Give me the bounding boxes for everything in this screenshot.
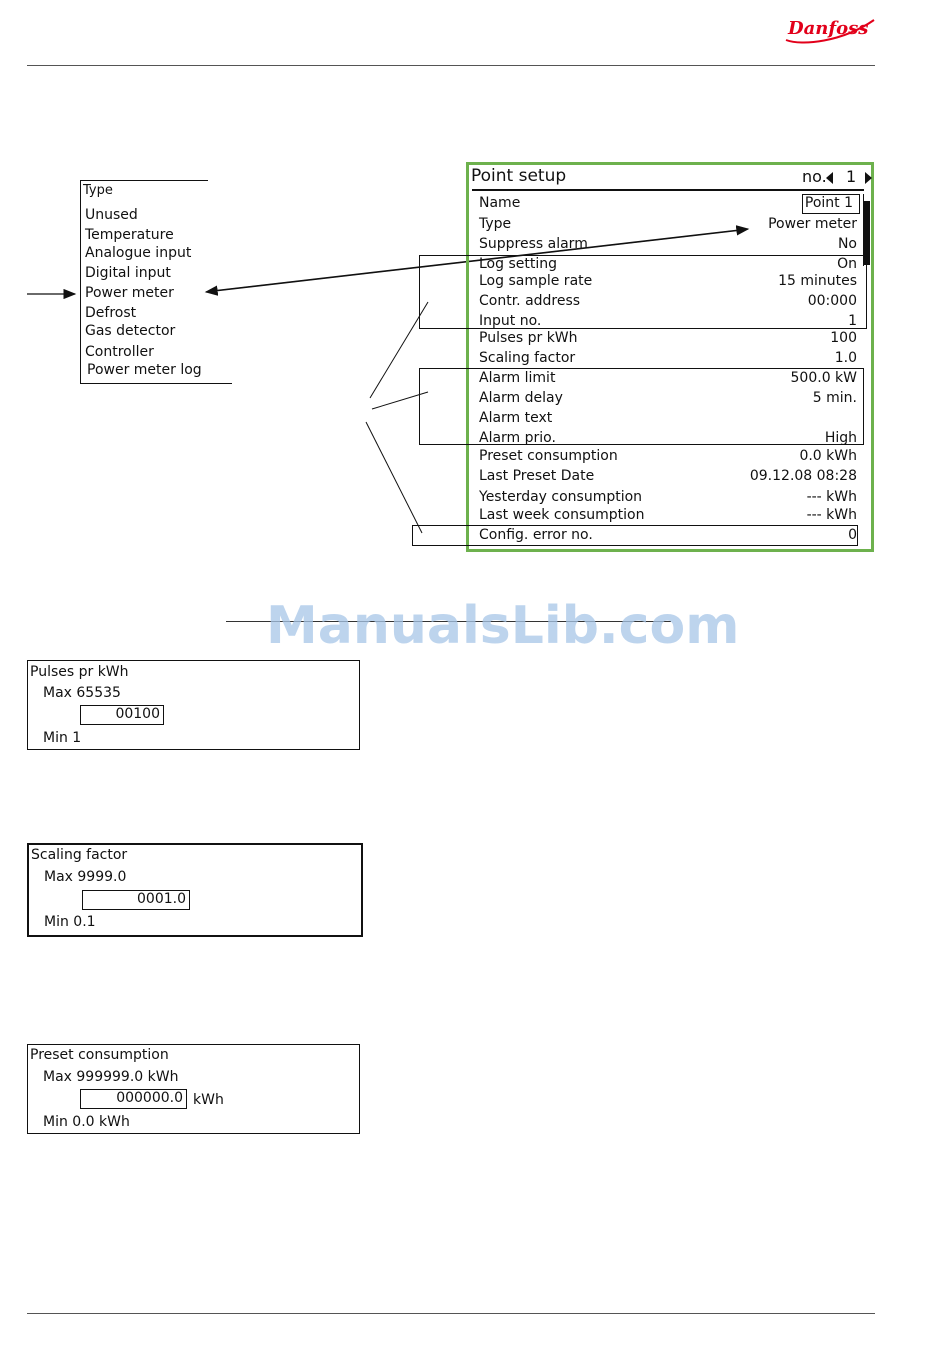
- type-option-temperature[interactable]: Temperature: [85, 227, 174, 243]
- group-box-log: [419, 255, 867, 329]
- editor-title: Pulses pr kWh: [30, 664, 129, 680]
- name-field-cursor[interactable]: [802, 194, 860, 214]
- title-separator: [472, 189, 864, 191]
- type-list-panel: Type Unused Temperature Analogue input D…: [80, 180, 232, 384]
- editor-max: Max 9999.0: [44, 869, 127, 885]
- row-alarm-prio[interactable]: Alarm prio.High: [479, 430, 857, 446]
- type-option-defrost[interactable]: Defrost: [85, 305, 137, 321]
- type-option-analogue-input[interactable]: Analogue input: [85, 245, 192, 261]
- row-yesterday-consumption[interactable]: Yesterday consumption--- kWh: [479, 489, 857, 505]
- callout-line-middle: [371, 391, 429, 410]
- type-list-left-border: [80, 180, 81, 384]
- editor-title: Scaling factor: [31, 847, 128, 863]
- danfoss-logo: Danfoss: [785, 18, 875, 44]
- pulses-input[interactable]: 00100: [80, 705, 164, 725]
- scrollbar[interactable]: [863, 194, 871, 266]
- callout-line-upper: [369, 301, 429, 399]
- footer-rule: [27, 1313, 875, 1314]
- type-option-controller[interactable]: Controller: [85, 344, 154, 360]
- callout-line-lower: [365, 421, 423, 534]
- next-point-arrow-icon[interactable]: [865, 172, 872, 184]
- type-list-top-border: [80, 180, 208, 181]
- point-setup-screen: [466, 162, 874, 552]
- group-box-alarm: [419, 368, 864, 445]
- row-name-value: Point 1: [804, 195, 853, 211]
- editor-min: Min 0.0 kWh: [43, 1114, 130, 1130]
- editor-max: Max 999999.0 kWh: [43, 1069, 179, 1085]
- type-option-digital-input[interactable]: Digital input: [85, 265, 171, 281]
- row-config-error-no[interactable]: Config. error no.0: [479, 527, 857, 543]
- group-box-config-error: [412, 525, 858, 546]
- editor-preset-consumption: Preset consumption Max 999999.0 kWh 0000…: [27, 1044, 360, 1134]
- row-last-week-consumption[interactable]: Last week consumption--- kWh: [479, 507, 857, 523]
- editor-pulses-pr-kwh: Pulses pr kWh Max 65535 00100 Min 1: [27, 660, 360, 750]
- previous-point-arrow-icon[interactable]: [826, 172, 833, 184]
- type-option-unused[interactable]: Unused: [85, 207, 138, 223]
- type-option-gas-detector[interactable]: Gas detector: [85, 323, 176, 339]
- scaling-input[interactable]: 0001.0: [82, 890, 190, 910]
- watermark: ManualsLib.com: [266, 596, 740, 656]
- point-setup-title: Point setup: [471, 166, 567, 186]
- point-number-value: 1: [846, 167, 857, 186]
- editor-min: Min 1: [43, 730, 82, 746]
- editor-scaling-factor: Scaling factor Max 9999.0 0001.0 Min 0.1: [27, 843, 363, 937]
- editor-title: Preset consumption: [30, 1047, 169, 1063]
- point-number-label: no.: [802, 167, 827, 186]
- preset-unit: kWh: [193, 1092, 224, 1108]
- watermark-rule: [226, 621, 671, 622]
- type-list-title: Type: [83, 183, 113, 198]
- scrollbar-thumb[interactable]: [864, 201, 870, 265]
- type-list-bottom-border: [80, 383, 232, 384]
- row-input-no[interactable]: Input no.1: [479, 313, 857, 329]
- header-rule: [27, 65, 875, 66]
- preset-input[interactable]: 000000.0: [80, 1089, 187, 1109]
- editor-min: Min 0.1: [44, 914, 96, 930]
- editor-max: Max 65535: [43, 685, 121, 701]
- type-option-power-meter-log[interactable]: Power meter log: [87, 362, 202, 378]
- type-option-power-meter[interactable]: Power meter: [85, 285, 174, 301]
- svg-text:Danfoss: Danfoss: [787, 18, 868, 39]
- row-alarm-text[interactable]: Alarm text: [479, 410, 553, 426]
